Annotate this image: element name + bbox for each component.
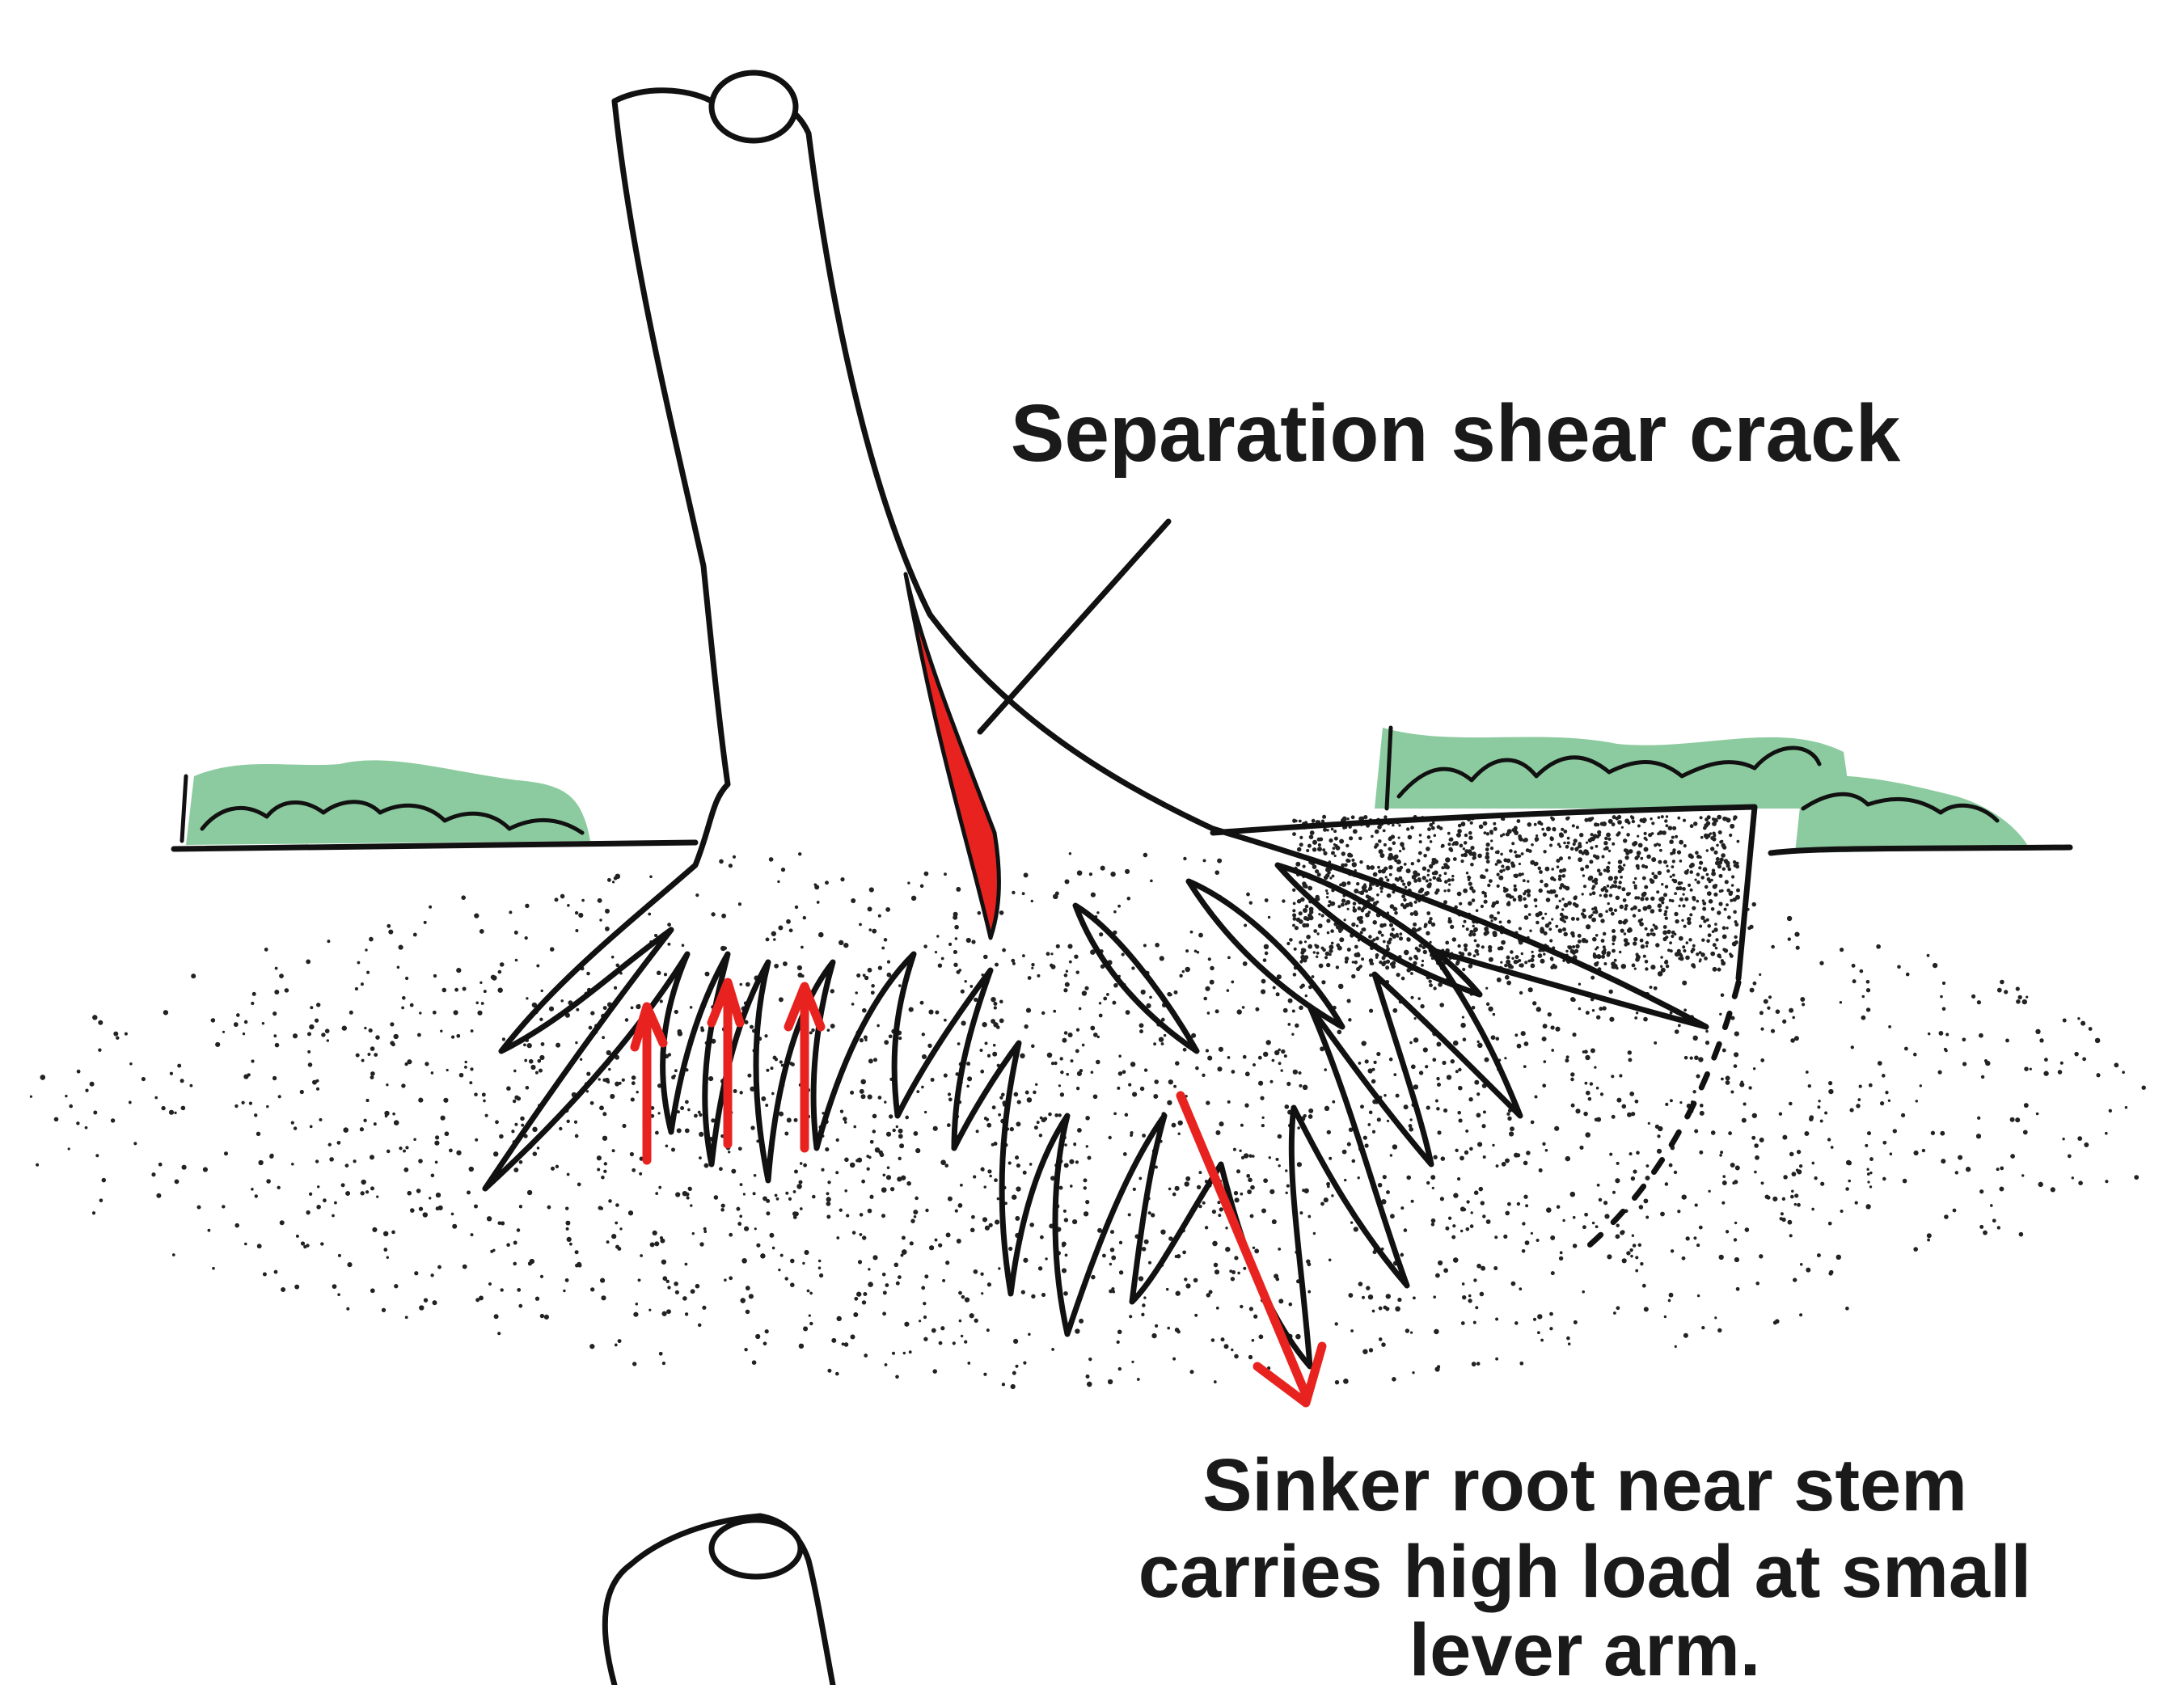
up-arrow-icon bbox=[635, 1007, 663, 1160]
crack-leader-line bbox=[980, 522, 1168, 732]
shear-crack-label: Separation shear crack bbox=[1011, 388, 1901, 479]
grass-right bbox=[1375, 728, 2030, 853]
second-stem bbox=[605, 1516, 833, 1685]
sinker-root-label-line3: lever arm. bbox=[1409, 1609, 1761, 1685]
sinker-root-label-line1: Sinker root near stem bbox=[1202, 1444, 1967, 1527]
tree bbox=[485, 73, 1706, 1366]
cut-stem-icon bbox=[485, 91, 1706, 1366]
grass-icon bbox=[1795, 775, 2030, 853]
cut-surface bbox=[712, 1520, 801, 1577]
sinker-root-label-line2: carries high load at small bbox=[1138, 1531, 2031, 1613]
grass-left bbox=[182, 760, 590, 845]
crack-icon bbox=[906, 574, 999, 938]
cut-surface bbox=[712, 73, 796, 141]
excavation-edge bbox=[1585, 982, 1738, 1249]
soil-stipple bbox=[30, 815, 2146, 1389]
grass-icon bbox=[186, 760, 590, 845]
